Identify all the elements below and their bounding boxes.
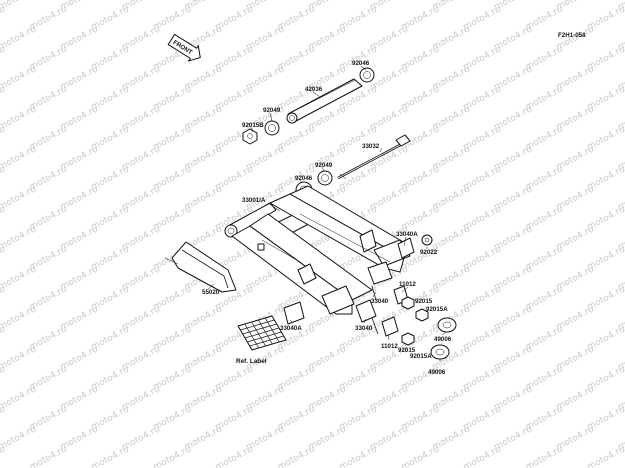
part-label-92015B: 92015B [242,122,264,129]
watermark-text: moto4.ru [276,444,317,468]
watermark-text: moto4.ru [400,444,441,468]
part-label-33001A: 33001/A [242,197,266,204]
part-label-11012-upper: 11012 [399,281,416,288]
watermark-text: moto4.ru [462,444,503,468]
watermark-text: moto4.ru [0,264,38,292]
nut-92015A-upper [415,308,429,322]
watermark-text: moto4.ru [0,304,38,332]
watermark-text: moto4.ru [338,444,379,468]
part-label-92015-upper: 92015 [415,298,433,305]
part-label-49006-upper: 49006 [434,336,452,343]
slider-49006-lower [430,344,450,360]
watermark-text: moto4.ru [617,0,625,13]
watermark-text: moto4.ru [524,444,565,468]
watermark-text: moto4.ru [0,224,38,252]
part-label-92046-mid: 92046 [295,175,313,182]
adjuster-plate-33040A-left [283,301,305,325]
diagram-code: F2H1-058 [558,32,586,39]
watermark-text: moto4.ru [214,444,255,468]
slider-49006-upper [437,317,457,333]
watermark-text: moto4.ru [0,24,38,52]
part-label-92015A-lower: 92015A [410,353,432,360]
plate-11012-lower [381,316,399,337]
nut-92015B [242,128,258,145]
watermark-text: moto4.ru [0,424,38,452]
part-label-92046-top: 92046 [352,60,370,67]
part-label-42036: 42036 [305,86,323,93]
swingarm-33001A [224,185,411,315]
part-label-92049-mid: 92049 [315,162,333,169]
part-label-33032: 33032 [362,143,380,150]
part-label-33040A-right: 33040A [396,231,418,238]
watermark-text: moto4.ru [152,444,193,468]
collar-92049-mid [317,170,333,186]
collar-92049-top [264,120,280,136]
watermark-text: moto4.ru [0,0,38,13]
watermark-text: moto4.ru [0,64,38,92]
adjuster-33040-lower [355,299,379,335]
nut-92015-upper [401,296,415,310]
part-label-11012-lower: 11012 [381,343,398,350]
watermark-text: moto4.ru [0,184,38,212]
part-label-92049-top: 92049 [263,107,281,114]
washer-92022 [421,234,433,246]
part-label-33040-lower: 33040 [355,325,373,332]
watermark-text: moto4.ru [0,144,38,172]
watermark-text: moto4.ru [586,444,625,468]
part-label-55020: 55020 [202,289,220,296]
bearing-92046-top [359,67,375,83]
adjuster-33040-upper [367,261,393,301]
pivot-sleeve-42036 [286,78,363,124]
chain-guard-55020 [164,241,237,293]
reference-label-sticker [237,315,287,351]
watermark-text: moto4.ru [28,444,69,468]
nut-92015-lower [401,332,415,346]
ref-label-caption: Ref. Label [236,358,267,365]
part-label-92015A-upper: 92015A [426,306,448,313]
watermark-text: moto4.ru [90,444,131,468]
leader-lines [207,65,447,362]
part-label-92022: 92022 [420,249,438,256]
part-label-33040A-left: 33040A [280,325,302,332]
watermark-text: moto4.ru [0,104,38,132]
watermark-text: moto4.ru [0,344,38,372]
part-label-33040-upper: 33040 [371,298,389,305]
part-label-92015-lower: 92015 [398,347,416,354]
pivot-bolt-33032 [337,134,411,180]
adjuster-plate-33040A-right [397,237,415,259]
watermark-text: moto4.ru [0,384,38,412]
part-label-49006-lower: 49006 [428,369,446,376]
